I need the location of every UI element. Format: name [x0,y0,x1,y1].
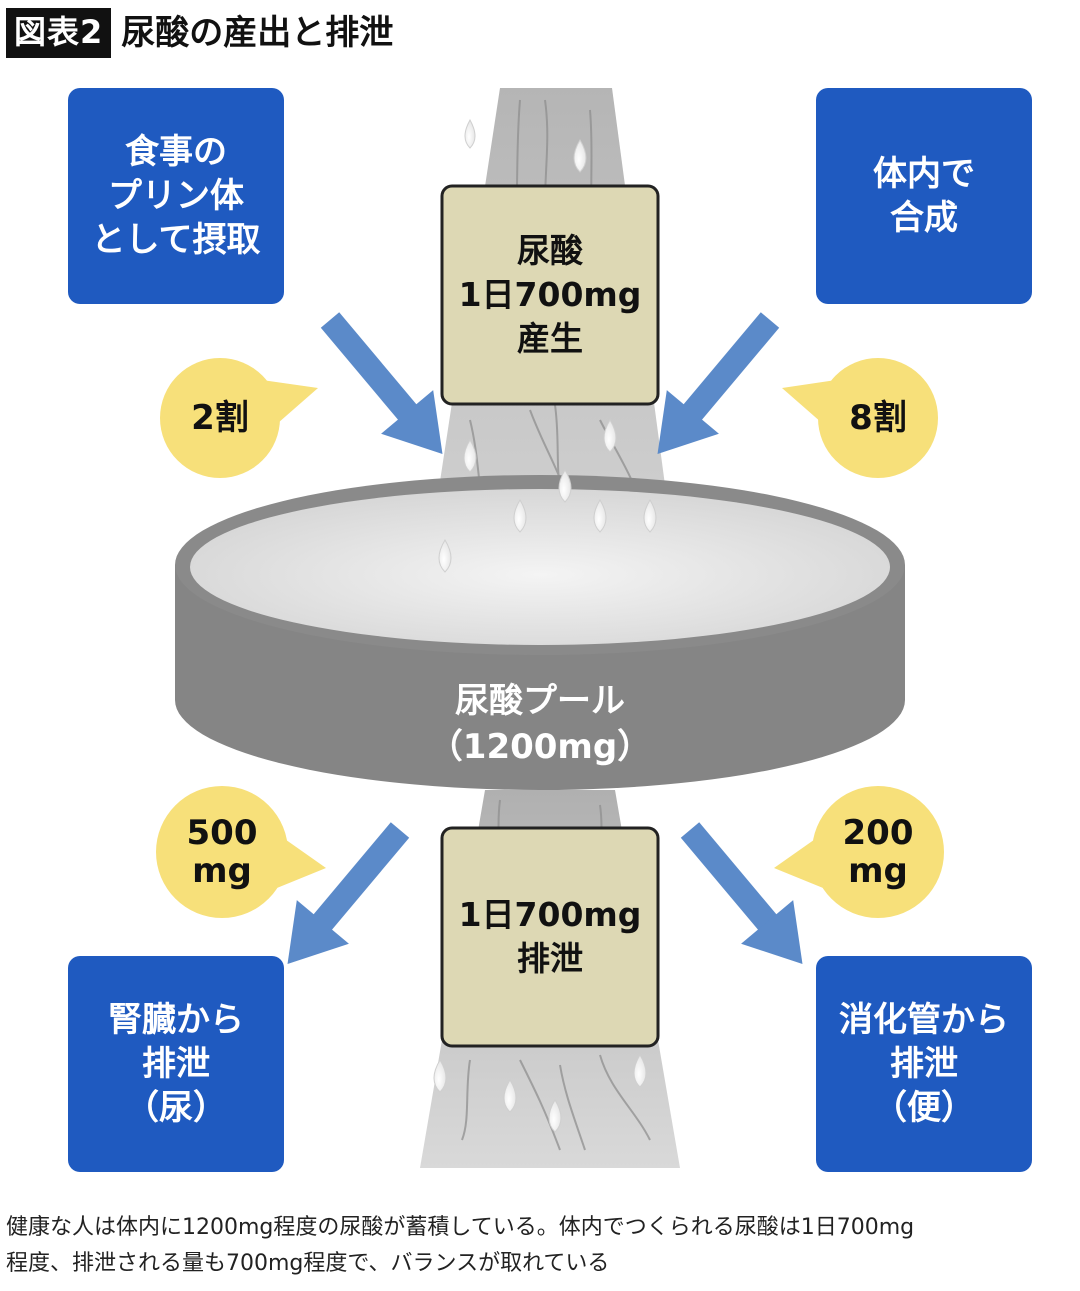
arrows [287,312,803,965]
pool-line-2: （1200mg） [428,727,652,767]
bubble-diet-shape [160,358,318,478]
ratio-body-label: 8割 [849,398,907,438]
bubble-kidney-shape [156,786,326,918]
source-diet-line-2: プリン体 [108,176,244,216]
source-diet-line-3: として摂取 [91,220,261,260]
excretion-box-bg [440,826,660,1048]
figure-title: 尿酸の産出と排泄 [121,13,394,53]
production-box-bg [440,184,660,406]
production-box: 尿酸 1日700mg 産生 [442,186,658,404]
arrow-pool-to-gut [680,822,803,965]
source-box-diet: 食事の プリン体 として摂取 [68,88,284,304]
excretion-line-2: 排泄 [517,939,583,978]
output-kidney-line-2: 排泄 [142,1044,210,1084]
droplets [433,118,657,1133]
output-gut-line-1: 消化管から [839,1000,1009,1040]
amount-bubble-gut: 200 mg [812,786,944,918]
caption-line-1: 健康な人は体内に1200mg程度の尿酸が蓄積している。体内でつくられる尿酸は1日… [6,1215,915,1240]
source-box-body: 体内で 合成 [816,88,1032,304]
output-box-gut: 消化管から 排泄 （便） [816,956,1032,1172]
production-line-3: 産生 [517,319,583,358]
ratio-diet-label: 2割 [191,398,249,438]
source-diet-line-1: 食事の [125,132,227,172]
production-line-2: 1日700mg [458,275,642,314]
arrow-body-to-pool [657,312,780,455]
output-gut-line-3: （便） [873,1088,975,1128]
excretion-line-1: 1日700mg [458,895,642,934]
amount-kidney-line-1: 500 [186,813,258,853]
output-gut-line-2: 排泄 [890,1044,958,1084]
amount-gut-line-1: 200 [842,813,914,853]
amount-gut-line-2: mg [848,851,908,891]
bubble-body-shape [782,358,938,478]
pool-line-1: 尿酸プール [455,681,625,721]
figure-tag: 図表2 [6,8,112,58]
output-kidney-line-1: 腎臓から [108,1000,244,1040]
caption-line-2: 程度、排泄される量も700mg程度で、バランスが取れている [6,1251,610,1276]
output-kidney-line-3: （尿） [125,1088,227,1128]
ratio-bubble-body: 8割 [818,358,938,478]
arrow-diet-to-pool [320,312,443,455]
ratio-bubble-diet: 2割 [160,358,280,478]
bubble-gut-shape [774,786,944,918]
figure-caption: 健康な人は体内に1200mg程度の尿酸が蓄積している。体内でつくられる尿酸は1日… [6,1210,1074,1282]
source-body-line-2: 合成 [890,198,958,238]
amount-bubble-kidney: 500 mg [156,786,288,918]
figure-header: 図表2 尿酸の産出と排泄 [6,8,393,58]
uric-acid-pool [175,475,905,790]
production-line-1: 尿酸 [517,231,583,270]
arrow-pool-to-kidney [287,822,410,965]
source-body-line-1: 体内で [873,154,975,194]
pool-label: 尿酸プール （1200mg） [340,678,740,770]
excretion-box: 1日700mg 排泄 [442,828,658,1046]
amount-kidney-line-2: mg [192,851,252,891]
output-box-kidney: 腎臓から 排泄 （尿） [68,956,284,1172]
